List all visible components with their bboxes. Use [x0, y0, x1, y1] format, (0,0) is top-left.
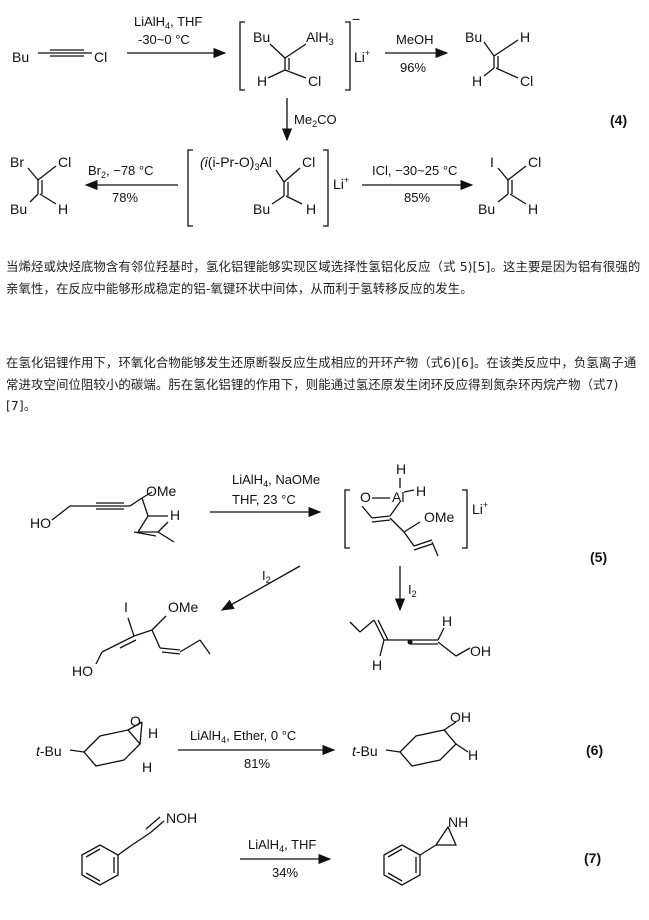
int1-alh3: AlH3 [306, 29, 334, 47]
s5-i2-left: I2 [262, 568, 271, 585]
int2-li: Li+ [333, 175, 349, 192]
s7-p-nh: NH [448, 814, 468, 830]
scheme-5-drawing: HO OMe H LiAlH4, NaOMe THF, 23 °C O Al H… [30, 461, 607, 679]
p2-double-bond [27, 165, 57, 205]
int1-cl: Cl [308, 73, 321, 89]
s6-yield: 81% [244, 756, 270, 771]
scheme-5: HO OMe H LiAlH4, NaOMe THF, 23 °C O Al H… [0, 460, 649, 695]
intermediate-2-bracket [187, 149, 329, 227]
scheme-6-drawing: t-Bu O H H LiAlH4, Ether, 0 °C 81% t-Bu … [36, 709, 603, 775]
reagent-br2: Br2, −78 °C [88, 163, 154, 180]
s6-sm-o: O [130, 713, 141, 729]
p2-cl: Cl [58, 154, 71, 170]
p3-h: H [528, 201, 538, 217]
s7-sm-benzene [81, 816, 165, 886]
s5-pa-ho: HO [72, 663, 93, 679]
s6-reagent: LiAlH4, Ether, 0 °C [190, 728, 296, 745]
p1-h-top: H [520, 29, 530, 45]
p1-h-bottom: H [472, 73, 482, 89]
s7-reagent: LiAlH4, THF [248, 837, 316, 854]
eq-number-7: (7) [584, 850, 601, 866]
scheme-7: NOH LiAlH4, THF 34% NH (7) [0, 805, 649, 915]
triple-bond [38, 49, 92, 57]
eq-number-6: (6) [586, 742, 603, 758]
s5-int-li: Li+ [472, 500, 488, 517]
s5-int-h1: H [396, 461, 406, 477]
s6-sm-h1: H [148, 725, 158, 741]
s5-int-o: O [360, 489, 371, 505]
p3-cl: Cl [528, 154, 541, 170]
s5-pb-oh: OH [470, 643, 491, 659]
yield-br2: 78% [112, 190, 138, 205]
s7-sm-noh: NOH [166, 810, 197, 826]
paragraph-1: 当烯烃或炔烃底物含有邻位羟基时，氢化铝锂能够实现区域选择性氢铝化反应（式 5)[… [6, 259, 641, 296]
p2-br: Br [10, 154, 24, 170]
int1-li: Li+ [354, 48, 370, 65]
paragraph-2: 在氢化铝锂作用下，环氧化合物能够发生还原断裂反应生成相应的开环产物（式6)[6]… [6, 355, 637, 413]
s5-pb-dot [407, 639, 413, 645]
temp-1: -30~0 °C [138, 32, 190, 47]
p1-double-bond [483, 39, 519, 79]
s6-p-tbu: t-Bu [352, 743, 378, 759]
int2-double-bond [271, 167, 303, 205]
s5-i2-down: I2 [408, 582, 417, 599]
s7-p-benzene [383, 825, 458, 886]
s7-yield: 34% [272, 865, 298, 880]
s5-sm-ho: HO [30, 515, 51, 531]
yield-meoh: 96% [400, 60, 426, 75]
s6-p-ring [385, 721, 469, 767]
p3-i: I [490, 154, 494, 170]
int1-charge: − [352, 11, 360, 27]
int1-bu: Bu [253, 29, 270, 45]
s5-pa-i: I [124, 599, 128, 615]
scheme-4: Bu Cl LiAlH4, THF -30~0 °C Bu AlH3 H Cl … [0, 0, 649, 235]
s5-pb-skeleton [349, 619, 471, 657]
s5-pb-h1: H [442, 613, 452, 629]
p3-bu: Bu [478, 201, 495, 217]
s5-reagent: LiAlH4, NaOMe [232, 472, 320, 489]
scheme-7-drawing: NOH LiAlH4, THF 34% NH (7) [81, 810, 601, 886]
eq-number-5: (5) [590, 549, 607, 565]
s6-sm-ring [69, 721, 143, 767]
s5-int-skeleton [361, 478, 439, 557]
int1-h: H [257, 73, 267, 89]
s5-int-h2: H [416, 483, 426, 499]
int2-cl: Cl [302, 154, 315, 170]
intermediate-1-bracket [239, 21, 351, 91]
p2-h: H [58, 201, 68, 217]
p1-bu: Bu [465, 29, 482, 45]
s5-sm-ome: OMe [146, 483, 177, 499]
reagent-me2co: Me2CO [294, 112, 337, 129]
int2-bu: Bu [253, 201, 270, 217]
s5-cond: THF, 23 °C [232, 492, 296, 507]
s5-pa-ome: OMe [168, 599, 199, 615]
scheme-4-drawing: Bu Cl LiAlH4, THF -30~0 °C Bu AlH3 H Cl … [10, 11, 627, 227]
s5-pb-h2: H [372, 657, 382, 673]
s5-sm-skeleton [51, 491, 175, 543]
s5-pa-skeleton [95, 615, 211, 665]
int2-al: (i(i-Pr-O)3Al [200, 154, 272, 172]
s6-sm-tbu: t-Bu [36, 743, 62, 759]
p2-bu: Bu [10, 201, 27, 217]
reactant-bu: Bu [12, 49, 29, 65]
s5-int-al: Al [392, 489, 404, 505]
reagent-meoh: MeOH [396, 32, 434, 47]
s6-p-oh: OH [450, 709, 471, 725]
s5-int-ome: OMe [424, 509, 455, 525]
yield-icl: 85% [404, 190, 430, 205]
s6-p-h: H [468, 747, 478, 763]
s5-arrow-i2-left [220, 565, 301, 611]
p1-cl: Cl [520, 73, 533, 89]
reagent-lialh4: LiAlH4, THF [134, 14, 202, 31]
int1-double-bond [267, 43, 307, 79]
scheme-6: t-Bu O H H LiAlH4, Ether, 0 °C 81% t-Bu … [0, 700, 649, 800]
p3-double-bond [497, 165, 527, 205]
s6-sm-h2: H [142, 759, 152, 775]
int2-h: H [306, 201, 316, 217]
eq-number-4: (4) [610, 112, 627, 128]
s5-int-bracket [344, 489, 468, 549]
s5-sm-h: H [170, 507, 180, 523]
reagent-icl: ICl, −30~25 °C [372, 163, 457, 178]
reactant-cl: Cl [94, 49, 107, 65]
